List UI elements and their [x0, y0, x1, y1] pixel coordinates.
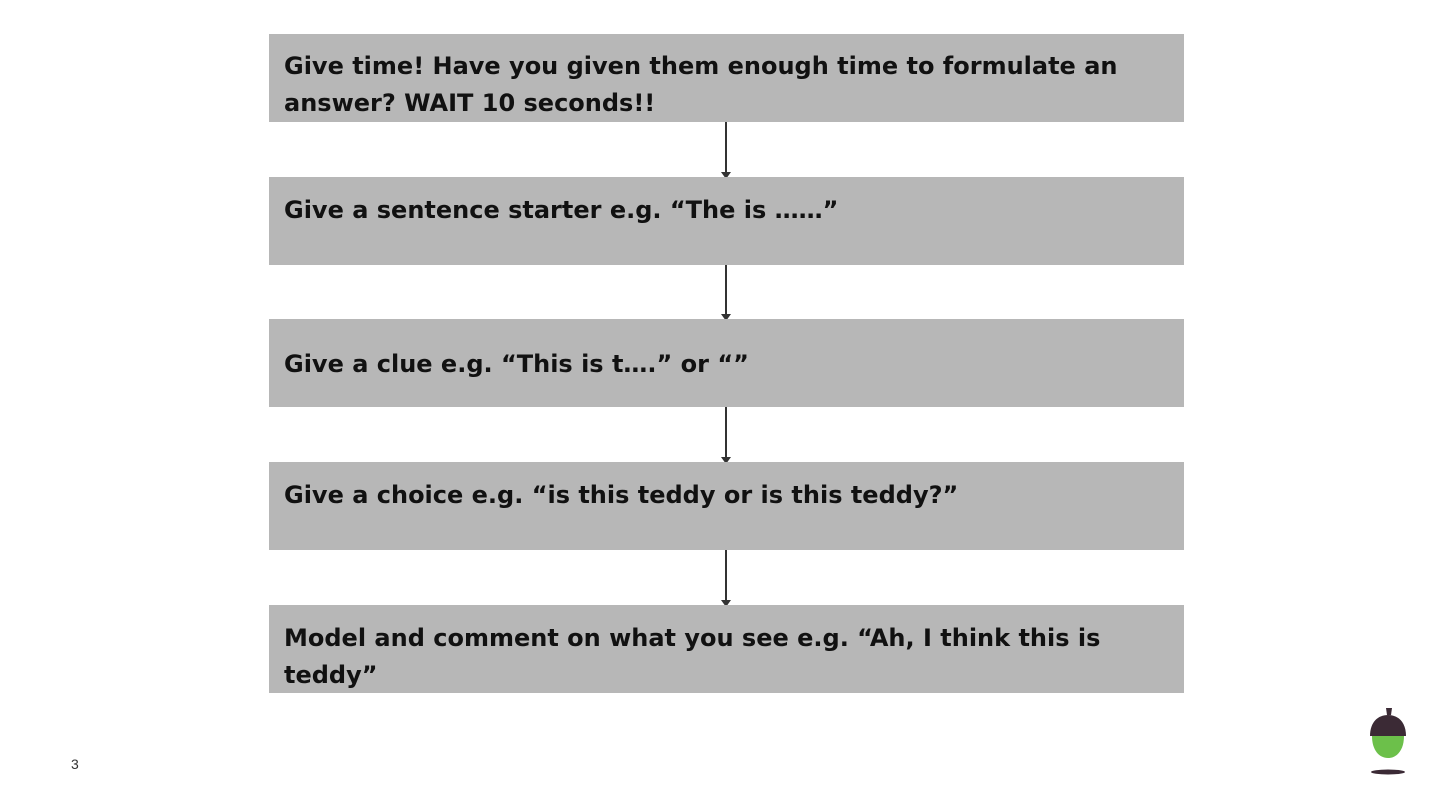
flow-step-5: Model and comment on what you see e.g. “…	[269, 605, 1184, 693]
flow-step-3: Give a clue e.g. “This is t….” or “”	[269, 319, 1184, 407]
flow-arrow-2	[721, 265, 731, 321]
page-number: 3	[71, 756, 79, 772]
acorn-logo-icon	[1370, 708, 1406, 775]
flow-step-1: Give time! Have you given them enough ti…	[269, 34, 1184, 122]
flow-step-5-text: Model and comment on what you see e.g. “…	[284, 624, 1101, 689]
flow-arrow-3	[721, 407, 731, 464]
flow-step-3-text: Give a clue e.g. “This is t….” or “”	[284, 350, 749, 378]
flow-step-4: Give a choice e.g. “is this teddy or is …	[269, 462, 1184, 550]
flow-arrow-4	[721, 550, 731, 607]
flow-step-4-text: Give a choice e.g. “is this teddy or is …	[284, 481, 959, 509]
flow-step-2: Give a sentence starter e.g. “The is ……”	[269, 177, 1184, 265]
flow-step-1-text: Give time! Have you given them enough ti…	[284, 52, 1118, 117]
flow-step-2-text: Give a sentence starter e.g. “The is ……”	[284, 196, 839, 224]
flow-arrow-1	[721, 122, 731, 179]
